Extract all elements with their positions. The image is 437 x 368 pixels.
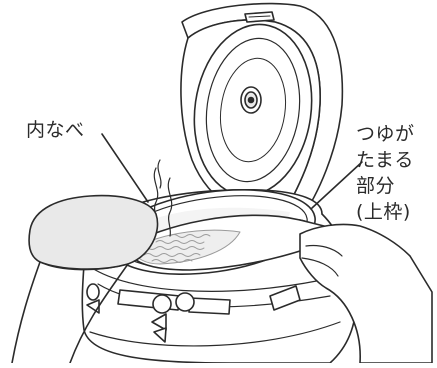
oven-mitt xyxy=(11,194,159,364)
leader-line-condensation xyxy=(311,161,363,209)
condensation-label-line: 部分 xyxy=(356,175,396,197)
lid xyxy=(180,2,344,229)
leader-line-inner-pot xyxy=(101,133,149,203)
inner-pot-label: 内なべ xyxy=(26,119,85,141)
rice-heap xyxy=(133,229,241,265)
condensation-label-line: たまる xyxy=(356,149,414,171)
condensation-label-line: (上枠) xyxy=(356,201,411,223)
condensation-label-line: つゆが xyxy=(356,123,415,145)
condensation-area-label: つゆが たまる 部分 (上枠) xyxy=(356,121,415,225)
